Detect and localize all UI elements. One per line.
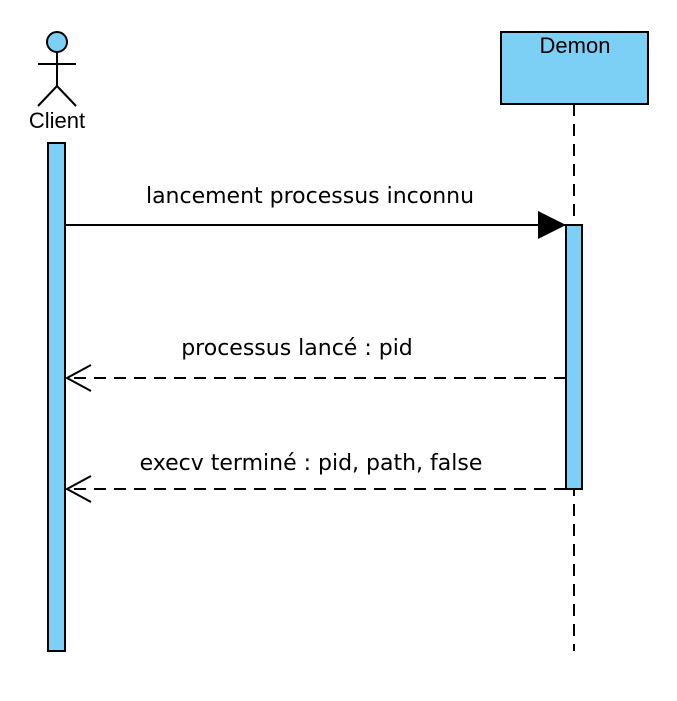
client-actor: Client: [29, 31, 85, 133]
message-process-launched-label: processus lancé : pid: [181, 336, 413, 361]
open-arrowhead: [64, 364, 92, 392]
demon-box: [500, 31, 649, 105]
message-execv-finished: execv terminé : pid, path, false: [64, 451, 566, 503]
demon-activation-bar: [565, 224, 583, 490]
message-process-launched: processus lancé : pid: [64, 336, 566, 392]
message-execv-finished-label: execv terminé : pid, path, false: [140, 451, 483, 476]
demon-object: Demon: [500, 31, 649, 105]
message-launch: lancement processus inconnu: [65, 184, 566, 239]
open-arrowhead: [64, 475, 92, 503]
client-activation-bar: [47, 142, 66, 652]
client-label: Client: [29, 108, 85, 133]
actor-left-leg: [37, 85, 58, 107]
actor-right-leg: [56, 85, 77, 107]
message-launch-label: lancement processus inconnu: [146, 184, 474, 209]
actor-head: [46, 31, 68, 53]
demon-label: Demon: [540, 33, 611, 58]
